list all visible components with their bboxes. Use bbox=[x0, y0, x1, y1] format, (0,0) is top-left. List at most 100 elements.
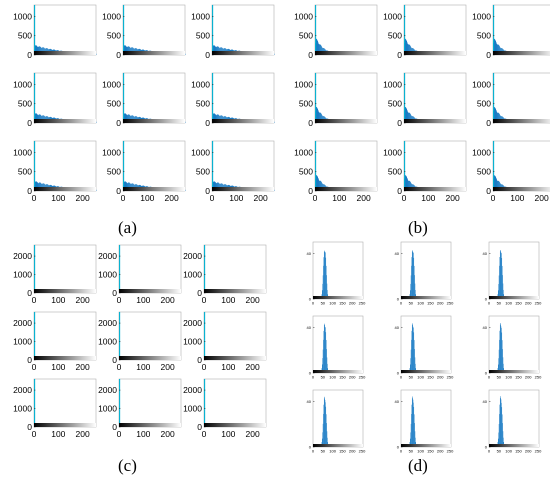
x-tick-label: 0 bbox=[400, 449, 403, 454]
grayscale-colorbar bbox=[34, 423, 96, 427]
histogram-bar bbox=[316, 39, 318, 55]
y-tick-label: 1000 bbox=[102, 12, 121, 22]
y-tick-label: 2000 bbox=[98, 251, 117, 261]
x-tick-label: 200 bbox=[165, 193, 179, 203]
x-tick-label: 150 bbox=[339, 301, 346, 306]
histogram-bar bbox=[95, 53, 97, 55]
histogram-bar bbox=[212, 113, 214, 123]
histogram-bar bbox=[494, 175, 496, 191]
histogram-bar bbox=[34, 113, 36, 123]
histogram-bar bbox=[38, 182, 40, 191]
grayscale-colorbar bbox=[489, 444, 539, 447]
y-tick-label: 0 bbox=[486, 118, 491, 128]
x-tick-label: 250 bbox=[359, 375, 366, 380]
histogram-bar bbox=[35, 113, 37, 123]
x-tick-label: 250 bbox=[359, 449, 366, 454]
x-tick-label: 0 bbox=[402, 193, 407, 203]
histogram-bar bbox=[318, 179, 319, 191]
plot-frame bbox=[33, 72, 97, 124]
histogram-bar bbox=[213, 113, 215, 123]
grayscale-colorbar bbox=[34, 187, 96, 191]
x-tick-label: 200 bbox=[349, 375, 356, 380]
histogram-bar bbox=[319, 112, 321, 123]
y-tick-label: 2000 bbox=[98, 385, 117, 395]
histogram-bar bbox=[404, 106, 406, 123]
x-tick-label: 150 bbox=[427, 375, 434, 380]
histogram-bar bbox=[38, 182, 39, 191]
y-tick-label: 1000 bbox=[294, 12, 313, 22]
x-tick-label: 100 bbox=[421, 193, 435, 203]
histogram-bar bbox=[410, 182, 411, 191]
histogram-bar bbox=[406, 108, 408, 123]
histogram-bar bbox=[217, 114, 218, 123]
histogram-bar bbox=[184, 189, 186, 191]
histogram-bar bbox=[318, 44, 320, 55]
x-tick-label: 50 bbox=[321, 449, 326, 454]
histogram-bar bbox=[319, 112, 320, 123]
histogram-bar bbox=[493, 175, 495, 191]
x-tick-label: 200 bbox=[246, 429, 260, 439]
plot-frame bbox=[312, 315, 364, 374]
y-tick-label: 2000 bbox=[13, 318, 32, 328]
x-tick-label: 250 bbox=[447, 449, 454, 454]
histogram-bar bbox=[123, 113, 125, 123]
grayscale-colorbar bbox=[212, 187, 274, 191]
histogram-bar bbox=[128, 46, 130, 55]
histogram-bar bbox=[217, 46, 219, 55]
x-tick-label: 100 bbox=[51, 429, 65, 439]
y-tick-label: 0 bbox=[205, 186, 210, 196]
x-tick-label: 200 bbox=[446, 193, 460, 203]
x-tick-label: 100 bbox=[136, 362, 150, 372]
histogram-bar bbox=[214, 45, 216, 55]
histogram-bar bbox=[495, 110, 497, 123]
histogram-bar bbox=[317, 110, 319, 123]
histogram-bar bbox=[213, 181, 215, 191]
plot-frame bbox=[314, 4, 378, 56]
histogram-bar bbox=[124, 113, 126, 123]
histogram-bar bbox=[316, 39, 318, 55]
x-tick-label: 100 bbox=[510, 193, 524, 203]
histogram-bar bbox=[496, 44, 498, 55]
plot-frame bbox=[211, 4, 275, 56]
histogram-bar bbox=[499, 46, 500, 55]
histogram-bar bbox=[36, 46, 38, 55]
histogram-bar bbox=[215, 114, 216, 123]
grayscale-colorbar bbox=[34, 51, 96, 55]
histogram-bar bbox=[39, 182, 41, 191]
y-tick-label: 1000 bbox=[98, 270, 117, 280]
y-tick-label: 1000 bbox=[183, 270, 202, 280]
histogram-bar bbox=[406, 40, 408, 55]
panel-label-c: (c) bbox=[118, 456, 137, 475]
y-tick-label: 0 bbox=[486, 186, 491, 196]
x-tick-label: 0 bbox=[121, 193, 126, 203]
histogram-bar bbox=[495, 40, 497, 55]
y-tick-label: 500 bbox=[107, 99, 121, 109]
histogram-bar bbox=[320, 113, 322, 123]
x-tick-label: 0 bbox=[488, 449, 491, 454]
histogram-bar bbox=[409, 44, 410, 55]
plot-frame bbox=[122, 140, 186, 192]
histogram-bar bbox=[407, 112, 409, 123]
histogram-bar bbox=[39, 182, 40, 191]
plot-frame bbox=[33, 311, 97, 361]
histogram-bar bbox=[216, 114, 217, 123]
histogram-bar bbox=[125, 46, 127, 55]
y-tick-label: 1000 bbox=[191, 80, 210, 90]
histogram-bar bbox=[127, 182, 129, 191]
plot-frame bbox=[492, 140, 550, 192]
histogram-bar bbox=[409, 180, 410, 191]
plot-frame bbox=[203, 378, 267, 428]
histogram-bar bbox=[318, 112, 320, 123]
grayscale-colorbar bbox=[313, 296, 363, 299]
x-tick-label: 0 bbox=[312, 375, 315, 380]
x-tick-label: 200 bbox=[349, 301, 356, 306]
